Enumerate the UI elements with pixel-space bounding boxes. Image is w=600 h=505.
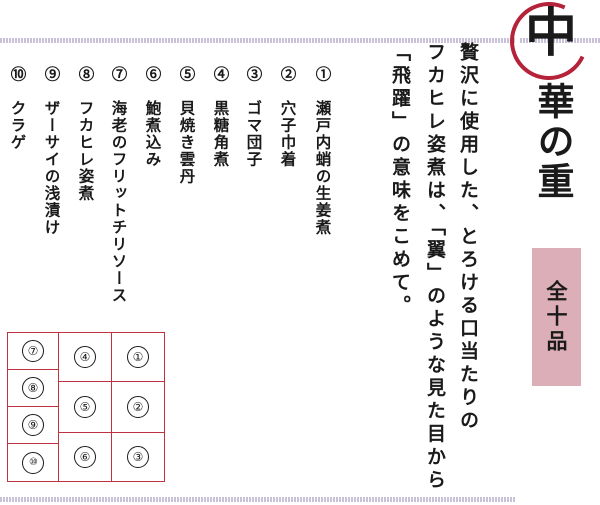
diagram-label-5: ⑤: [74, 396, 96, 418]
item-count-badge: 全十品: [532, 248, 581, 386]
description-line-3: 「飛躍」の意味をこめて。: [389, 42, 411, 318]
diagram-cell-5: ⑤: [58, 381, 112, 433]
diagram-cell-3: ③: [111, 432, 165, 482]
diagram-label-2: ②: [127, 396, 149, 418]
description-line-1: 贅沢に使用した、とろける口当たりの: [457, 42, 479, 433]
diagram-label-1: ①: [127, 346, 149, 368]
diagram-cell-7: ⑦: [7, 332, 59, 370]
diagram-label-4: ④: [74, 346, 96, 368]
badge-label: 全十品: [544, 279, 569, 355]
diagram-label-8: ⑧: [22, 377, 44, 399]
menu-item-4: ④ 黒糖角煮: [211, 66, 231, 168]
menu-item-3: ③ ゴマ団子: [244, 66, 264, 168]
diagram-cell-9: ⑨: [7, 406, 59, 444]
title-rest: 華の重: [531, 82, 575, 202]
bottom-stripe: [0, 497, 515, 502]
menu-item-7: ⑦ 海老のフリットチリソース: [109, 66, 129, 304]
description-line-2: フカヒレ姿煮は、「翼」のような見た目から: [424, 42, 446, 493]
diagram-cell-2: ②: [111, 381, 165, 433]
diagram-label-10: ⑩: [22, 451, 44, 474]
menu-item-8: ⑧ フカヒレ姿煮: [76, 66, 96, 202]
diagram-label-9: ⑨: [22, 414, 44, 436]
menu-item-2: ② 穴子巾着: [278, 66, 298, 168]
menu-item-1: ① 瀬戸内蛸の生姜煮: [313, 66, 333, 236]
diagram-cell-6: ⑥: [58, 432, 112, 482]
menu-item-5: ⑤ 貝焼き雲丹: [177, 66, 197, 185]
top-stripe: [0, 38, 515, 43]
diagram-cell-8: ⑧: [7, 369, 59, 407]
diagram-label-6: ⑥: [74, 446, 96, 468]
top-stripe-right: [520, 38, 600, 43]
box-layout-diagram: ⑦ ⑧ ⑨ ⑩ ④ ⑤ ⑥ ① ② ③: [7, 332, 165, 482]
menu-item-10: ⑩ クラゲ: [8, 66, 28, 151]
diagram-cell-1: ①: [111, 332, 165, 382]
menu-item-9: ⑨ ザーサイの浅漬け: [42, 66, 62, 236]
diagram-cell-4: ④: [58, 332, 112, 382]
diagram-cell-10: ⑩: [7, 443, 59, 482]
menu-item-6: ⑥ 鮑煮込み: [143, 66, 163, 168]
title-block: 中 華の重: [499, 0, 600, 300]
title-first-char: 中: [524, 3, 577, 64]
diagram-label-3: ③: [127, 446, 149, 468]
diagram-label-7: ⑦: [22, 340, 44, 362]
